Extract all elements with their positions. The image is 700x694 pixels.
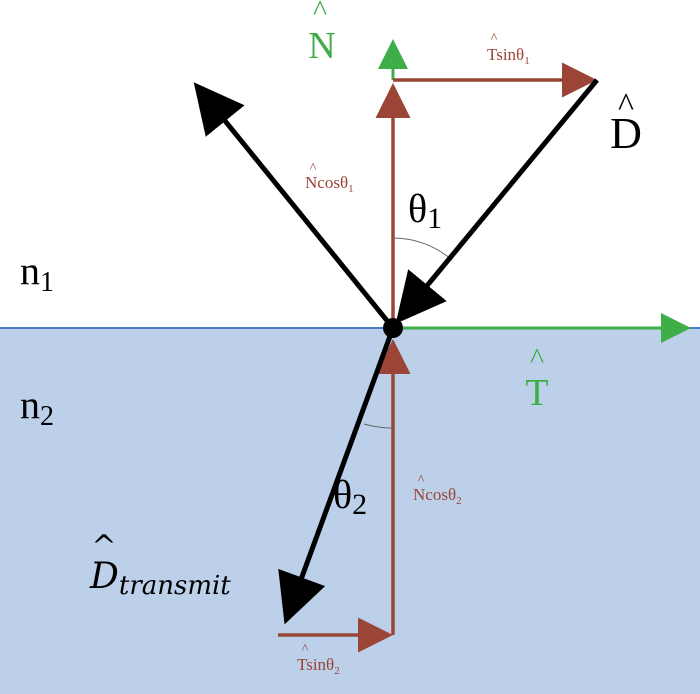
svg-text:^: ^ <box>313 0 327 27</box>
transmitted-vector-arrow <box>278 327 396 625</box>
n1-label: n1 <box>20 248 54 298</box>
d-hat-label: ^ D <box>610 87 642 158</box>
theta1-arc <box>392 237 453 261</box>
svg-text:^: ^ <box>91 529 116 564</box>
theta2-arc <box>363 423 394 429</box>
lower-medium-region <box>0 328 700 694</box>
svg-text:^: ^ <box>491 31 498 46</box>
ncos-theta1-label: ^ Ncosθ1 <box>305 161 354 195</box>
svg-text:N: N <box>308 25 335 67</box>
incidence-point <box>383 318 403 338</box>
n2-label: n2 <box>20 382 54 432</box>
reflected-vector-arrow <box>193 82 395 330</box>
svg-text:T: T <box>525 372 548 414</box>
svg-text:^: ^ <box>310 161 317 176</box>
t-hat-label: ^ T <box>525 342 548 414</box>
theta2-label: θ2 <box>333 472 367 521</box>
tsin-theta2-label: ^ Tsinθ2 <box>297 642 340 677</box>
d-transmit-label: ^ Dtransmit <box>89 529 231 601</box>
incident-vector-arrow <box>395 78 599 324</box>
svg-text:^: ^ <box>618 87 634 124</box>
svg-text:^: ^ <box>530 342 544 375</box>
svg-text:Dtransmit: Dtransmit <box>89 556 231 601</box>
n-hat-label: ^ N <box>308 0 335 67</box>
svg-text:D: D <box>610 109 642 158</box>
svg-text:Tsinθ2: Tsinθ2 <box>297 655 340 677</box>
svg-text:Ncosθ2: Ncosθ2 <box>413 485 462 507</box>
svg-text:^: ^ <box>418 473 425 488</box>
tsin-theta1-label: ^ Tsinθ1 <box>487 31 530 67</box>
svg-text:Ncosθ1: Ncosθ1 <box>305 173 354 195</box>
svg-text:Tsinθ1: Tsinθ1 <box>487 45 530 67</box>
svg-text:^: ^ <box>302 642 309 657</box>
theta1-label: θ1 <box>408 186 442 235</box>
ncos-theta2-label: ^ Ncosθ2 <box>413 473 462 507</box>
